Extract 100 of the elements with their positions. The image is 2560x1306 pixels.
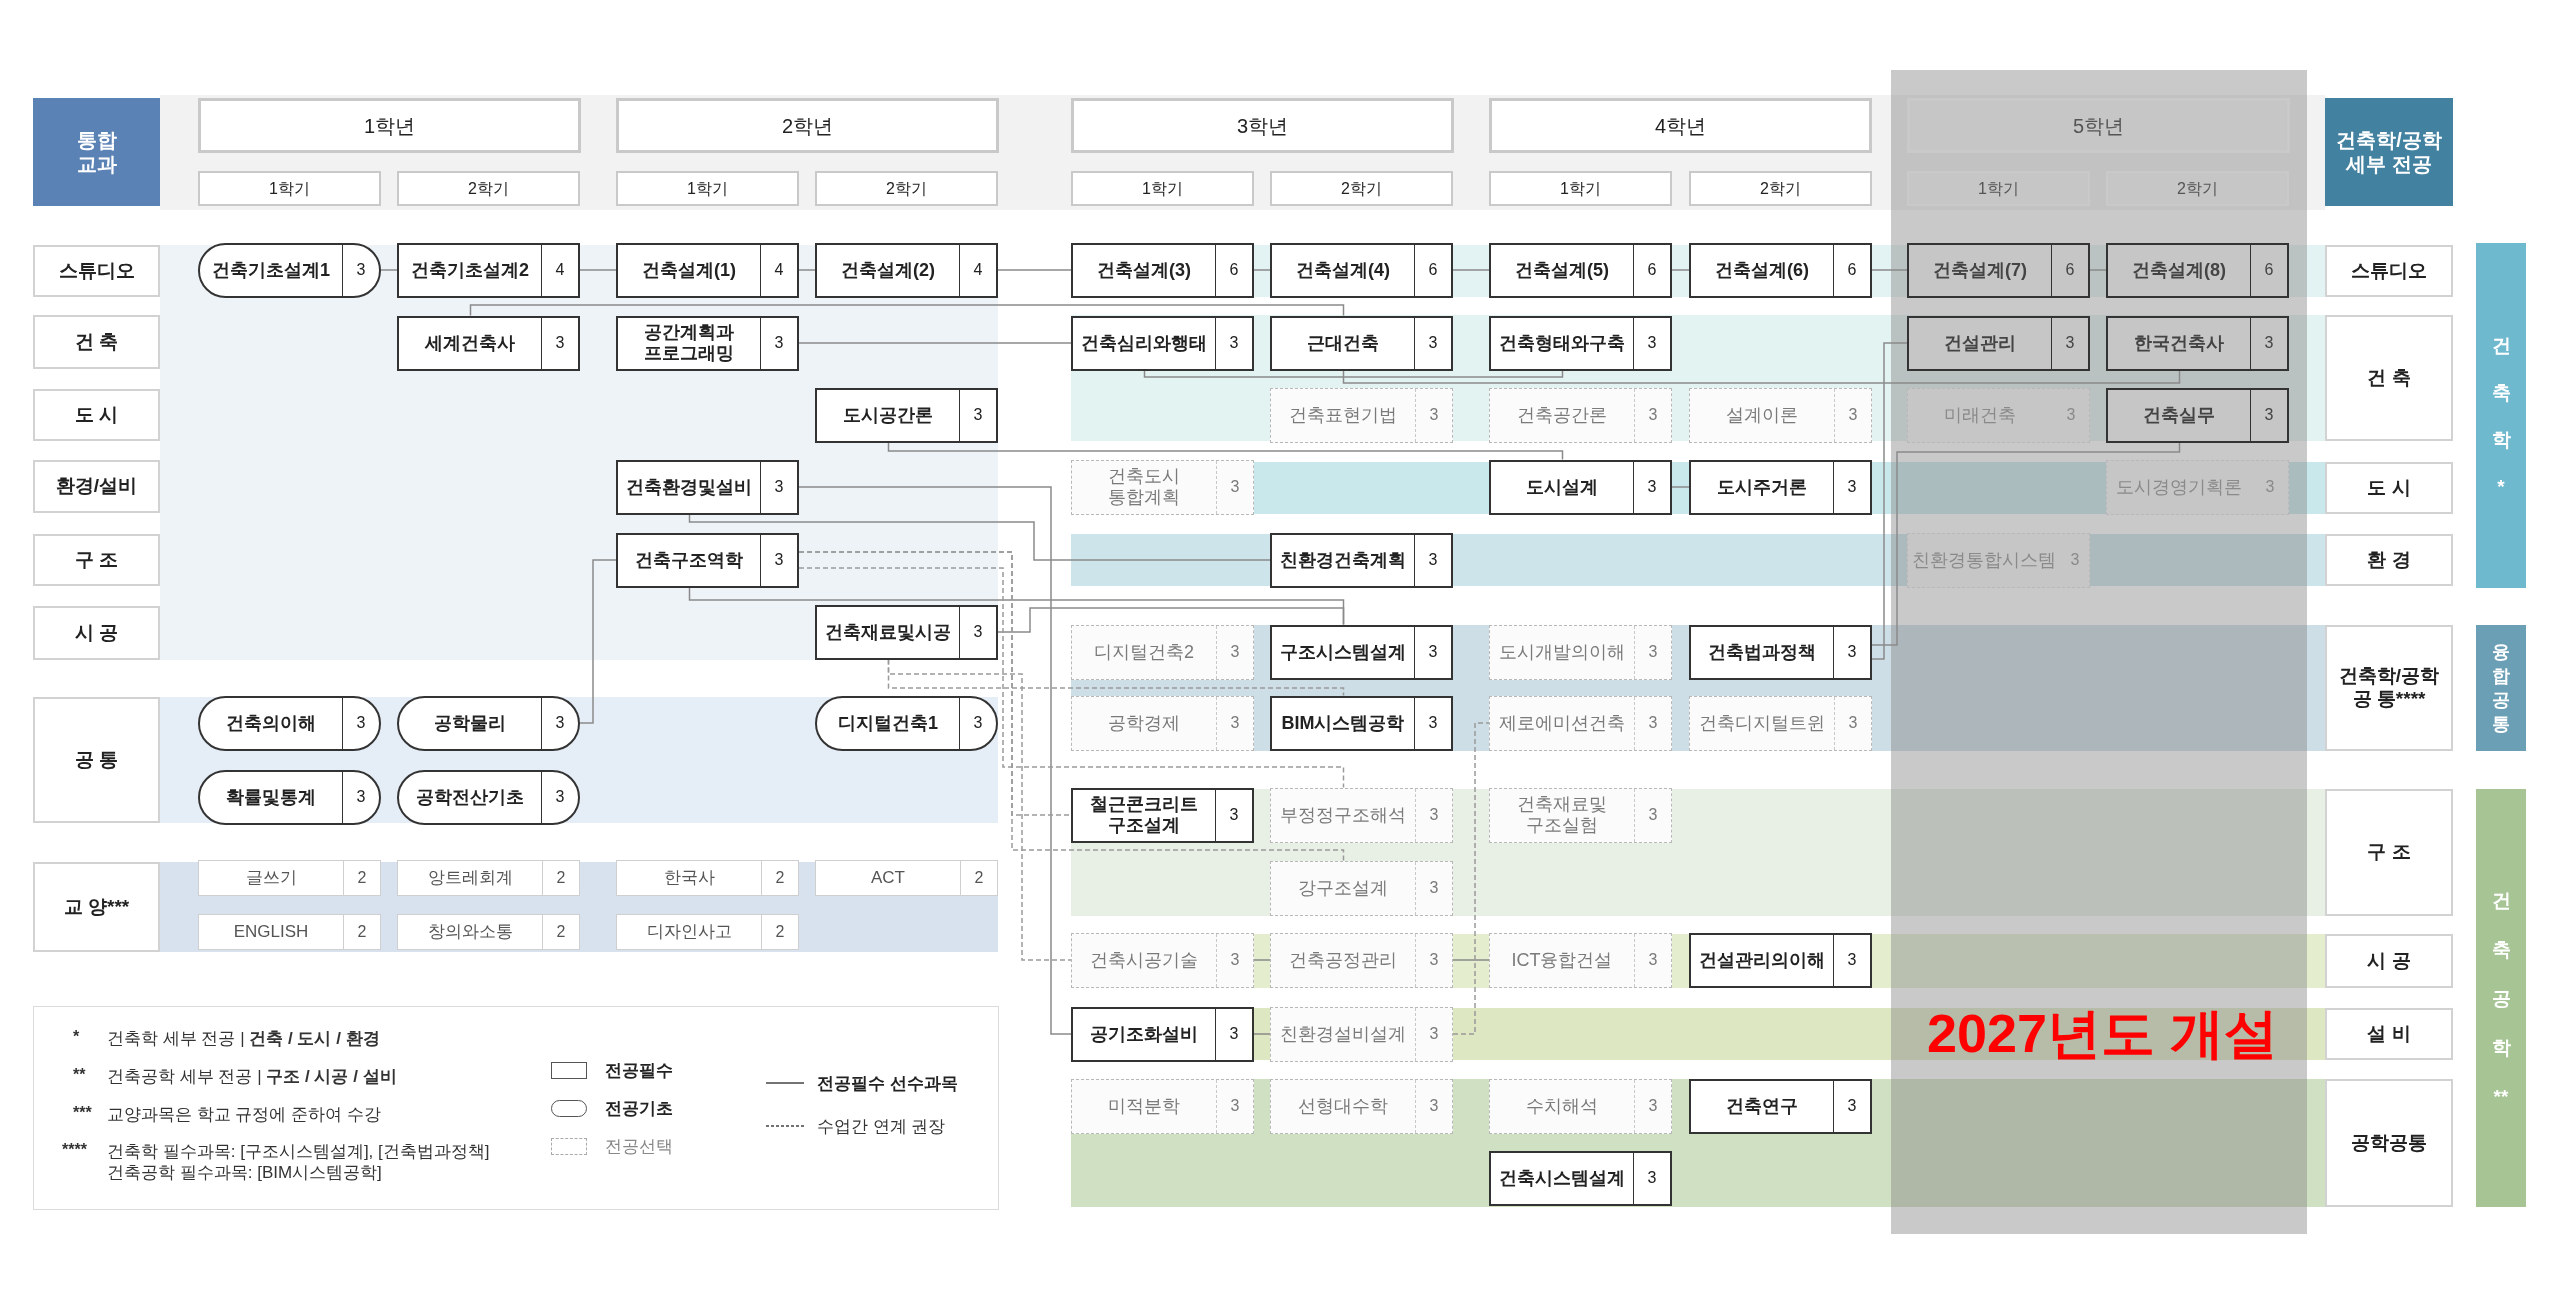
required-course-box [2106, 242, 2289, 298]
required-course-box [616, 315, 799, 371]
elective-course-box [1270, 860, 1453, 916]
connector-line [1342, 369, 2181, 384]
credit-number: 2 [761, 861, 798, 895]
credit-number: 3 [1415, 933, 1452, 987]
credit-number: 3 [1415, 788, 1452, 842]
credit-number: 3 [959, 606, 996, 658]
dashed-connector [798, 551, 1345, 862]
row-label: 설 비 [2325, 1008, 2453, 1060]
course-name: 공학물리 [433, 711, 507, 735]
year-header: 3학년 [1071, 98, 1454, 153]
course-name: 설계이론 [1725, 403, 1799, 427]
year-header: 2학년 [616, 98, 999, 153]
connector-line [2089, 269, 2107, 271]
semester-header: 2학기 [1689, 171, 1872, 206]
course-name: 건축설계(7) [1932, 258, 2028, 282]
legend-text: 전공선택 [605, 1136, 673, 1158]
credit-number: 3 [1633, 461, 1670, 513]
course-name: 수치해석 [1525, 1094, 1599, 1118]
required-course-box [1689, 1078, 1872, 1134]
elective-course-box [1689, 387, 1872, 443]
required-course-box [616, 459, 799, 515]
credit-number: 3 [342, 771, 379, 823]
semester-header: 1학기 [1489, 171, 1672, 206]
course-name: ICT융합건설 [1510, 948, 1614, 972]
course-name: 도시주거론 [1716, 475, 1808, 499]
basic-course-box [397, 769, 580, 825]
course-name: 건축법과정책 [1707, 640, 1817, 664]
course-name: 건축시공기술 [1089, 948, 1199, 972]
general-course-box [397, 914, 580, 950]
credit-number: 3 [1833, 1080, 1870, 1132]
required-course-box [1270, 695, 1453, 751]
elective-course-box [2106, 459, 2289, 515]
footnote-marker: **** [62, 1141, 87, 1159]
footnote-text: 건축학 세부 전공 | 건축 / 도시 / 환경 [107, 1028, 380, 1050]
course-name: 제로에미션건축 [1498, 711, 1626, 735]
row-label: 도 시 [2325, 462, 2453, 514]
course-name: 건축실무 [2142, 403, 2216, 427]
elective-course-box [1270, 932, 1453, 988]
course-name: 공학전산기초 [415, 785, 525, 809]
credit-number: 3 [1634, 625, 1671, 679]
general-course-box [198, 860, 381, 896]
credit-number: 3 [2060, 533, 2089, 587]
credit-number: 4 [541, 244, 578, 296]
credit-number: 6 [1633, 244, 1670, 296]
course-name: 디자인사고 [645, 921, 733, 944]
course-name: 건설관리 [1943, 331, 2017, 355]
general-course-box [397, 860, 580, 896]
course-name: 공학경제 [1107, 711, 1181, 735]
connector-line [798, 342, 1072, 344]
row-label: 교 양*** [33, 862, 160, 952]
course-name: 건축도시 통합계획 [1107, 465, 1181, 509]
required-course-box [1689, 624, 1872, 680]
elective-course-box [1489, 932, 1672, 988]
credit-number: 3 [541, 771, 578, 823]
course-name: 건축연구 [1725, 1094, 1799, 1118]
elective-course-box [1270, 387, 1453, 443]
required-course-box [616, 242, 799, 298]
credit-number: 2 [343, 915, 380, 949]
credit-number: 3 [1215, 317, 1252, 369]
course-name: 세계건축사 [423, 331, 516, 355]
required-course-box [1907, 315, 2090, 371]
connector-line [997, 607, 1345, 633]
required-course-box [397, 242, 580, 298]
credit-number: 3 [1415, 861, 1452, 915]
credit-number: 3 [1415, 388, 1452, 442]
required-course-box [1689, 459, 1872, 515]
credit-number: 3 [760, 317, 797, 369]
connector-line [997, 269, 1072, 271]
connector-line [1452, 959, 1490, 961]
credit-number: 3 [1415, 1007, 1452, 1061]
year-header: 4학년 [1489, 98, 1872, 153]
credit-number: 2 [343, 861, 380, 895]
required-course-box [397, 315, 580, 371]
semester-header: 1학기 [616, 171, 799, 206]
credit-number: 3 [1634, 1079, 1671, 1133]
required-course-box [815, 387, 998, 443]
course-name: 디지털건축1 [837, 711, 939, 735]
credit-number: 3 [1833, 461, 1870, 513]
elective-course-box [1489, 387, 1672, 443]
connector-line [1871, 269, 1908, 271]
required-course-box [1489, 1150, 1672, 1206]
credit-number: 2 [960, 861, 997, 895]
credit-number: 3 [541, 317, 578, 369]
connector-line [579, 269, 617, 271]
course-name: 건축기초설계2 [410, 258, 530, 282]
credit-number: 3 [959, 697, 996, 749]
credit-number: 3 [1633, 1152, 1670, 1204]
course-name: ACT [870, 867, 906, 890]
row-label: 공 통 [33, 697, 160, 823]
credit-number: 2 [761, 915, 798, 949]
row-label: 구 조 [33, 534, 160, 586]
category-header: 통합 교과 [33, 98, 160, 206]
elective-course-box [1071, 624, 1254, 680]
required-course-box [1489, 242, 1672, 298]
course-name: 친환경건축계획 [1279, 548, 1407, 572]
connector-line [380, 269, 398, 271]
course-name: 도시공간론 [842, 403, 934, 427]
credit-number: 3 [1634, 788, 1671, 842]
